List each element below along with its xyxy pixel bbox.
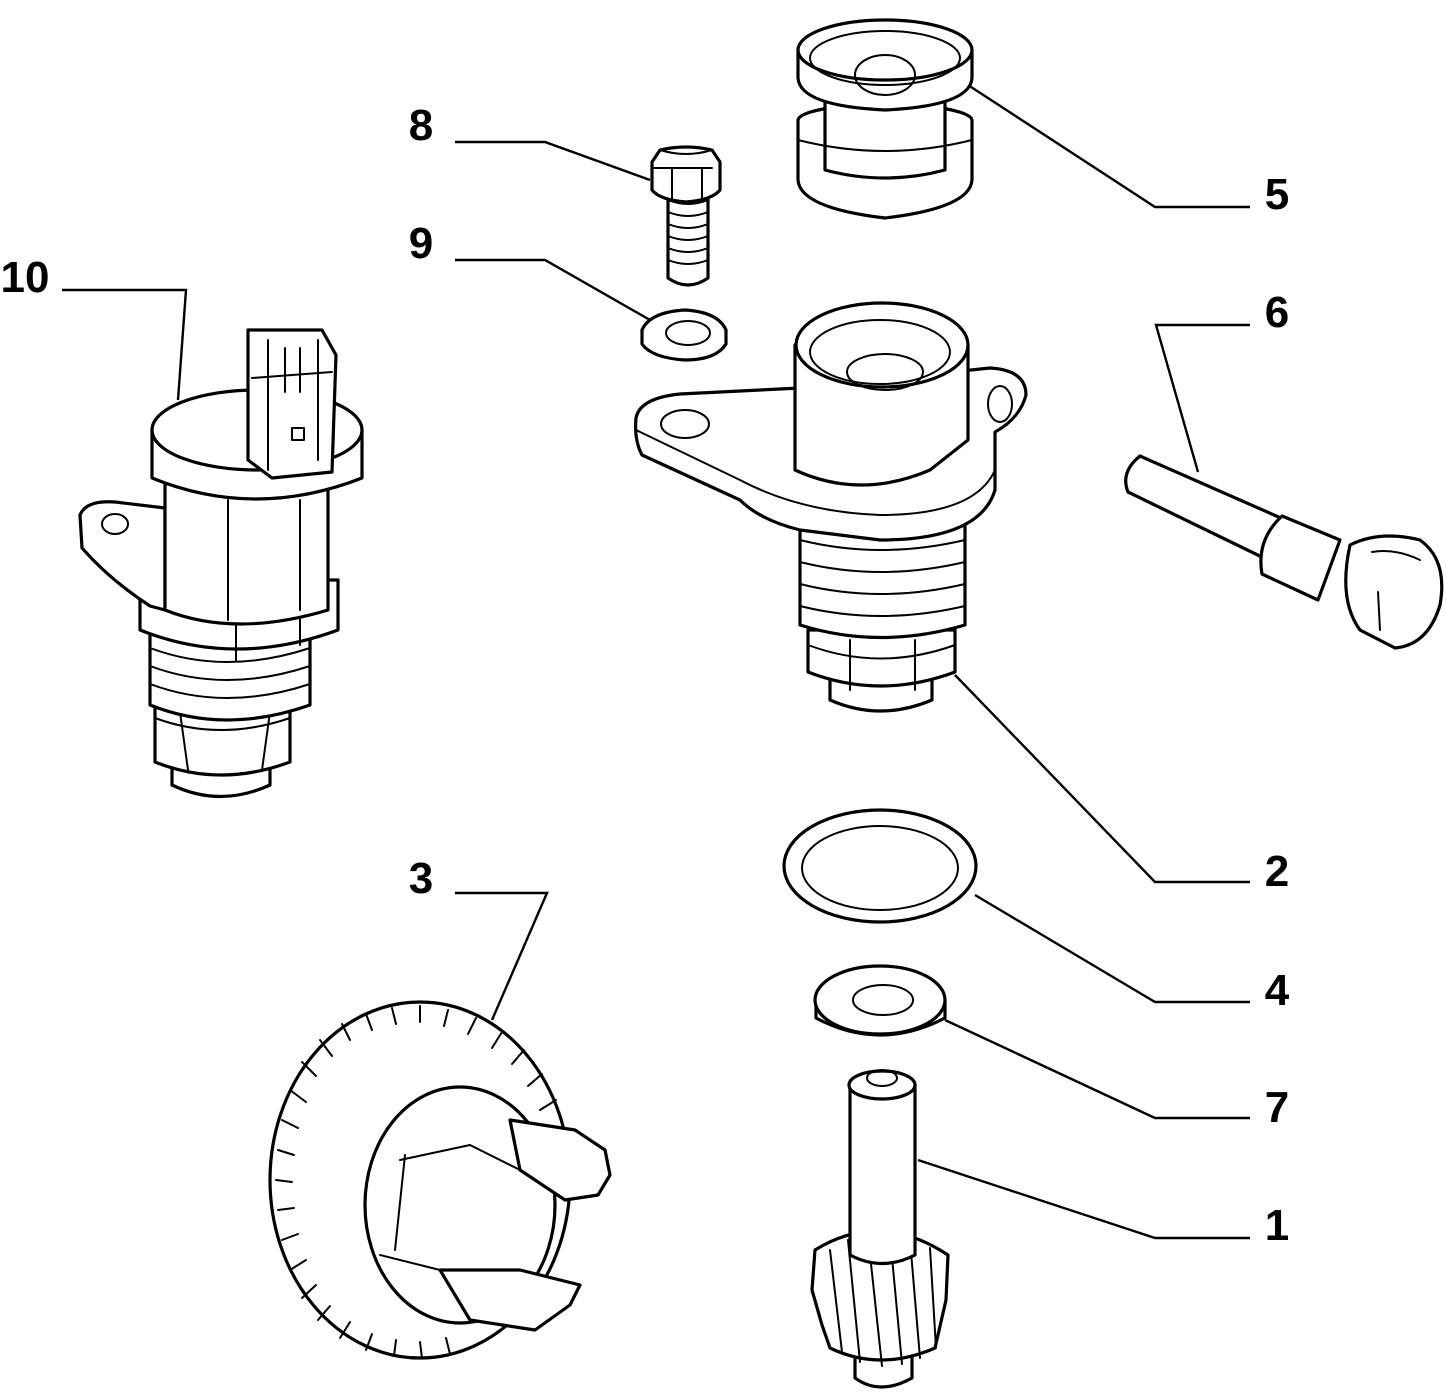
part-bolt xyxy=(650,145,722,287)
housing-threads xyxy=(799,539,966,617)
housing-socket-rim xyxy=(794,301,970,389)
callout-3: 3 xyxy=(409,854,433,903)
cap-lower-rim-line xyxy=(797,139,973,152)
bolt-hex-head xyxy=(650,145,722,204)
leader-line-1 xyxy=(917,1158,1250,1240)
cap-inner-rim xyxy=(809,30,961,86)
housing-hex-edges xyxy=(807,639,956,691)
gear-teeth xyxy=(275,1005,557,1359)
pin-collar xyxy=(1259,514,1342,602)
housing-flange-edge xyxy=(635,429,996,516)
pin-rod xyxy=(1124,454,1292,562)
part-washer xyxy=(813,964,947,1037)
callout-6: 6 xyxy=(1265,288,1289,337)
o-ring-inner xyxy=(801,825,959,911)
sensor-body-edges xyxy=(227,499,301,621)
housing-threaded-shaft xyxy=(798,508,967,640)
leader-line-5 xyxy=(967,83,1250,209)
part-driven-gear xyxy=(268,1000,612,1360)
sensor-connector-latch xyxy=(291,427,305,441)
pin-knob-face xyxy=(1371,550,1421,631)
sensor-threaded-shaft xyxy=(148,628,312,722)
leader-lines xyxy=(62,83,1250,1240)
gear-upper-lug xyxy=(508,1118,612,1202)
bolt-hex-edges xyxy=(651,149,713,201)
pinion-shaft-center xyxy=(866,1069,898,1087)
sensor-flange xyxy=(78,500,167,612)
housing-bolt-hole-right xyxy=(987,385,1013,423)
cap-top-rim xyxy=(796,18,974,82)
callout-8: 8 xyxy=(409,101,433,150)
leader-line-10 xyxy=(62,288,188,401)
leader-line-8 xyxy=(455,140,651,182)
leader-line-2 xyxy=(954,674,1250,884)
leader-line-7 xyxy=(944,1018,1250,1120)
sensor-threads xyxy=(149,647,311,699)
part-pinion-shaft xyxy=(810,1069,950,1389)
washer-hole xyxy=(852,984,914,1016)
gear-slot-edges xyxy=(379,1144,521,1321)
pinion-shaft-body xyxy=(848,1083,917,1265)
cap-bore xyxy=(854,54,916,96)
sensor-flange-hole xyxy=(101,513,129,535)
o-ring-outer xyxy=(782,808,978,924)
callout-4: 4 xyxy=(1265,966,1290,1015)
callout-7: 7 xyxy=(1265,1083,1289,1132)
callout-labels: 8 9 10 5 6 2 4 7 1 3 xyxy=(1,101,1290,1250)
callout-2: 2 xyxy=(1265,847,1289,896)
part-sensor-housing xyxy=(634,301,1028,713)
part-gasket-washer xyxy=(640,308,728,362)
leader-line-9 xyxy=(455,258,651,322)
housing-socket-inner xyxy=(846,353,924,391)
sensor-connector xyxy=(246,328,338,480)
part-speed-sensor xyxy=(78,328,364,799)
sensor-main-body xyxy=(163,478,330,626)
leader-line-3 xyxy=(455,891,549,1021)
part-cap-bushing xyxy=(796,18,974,220)
housing-socket-bore xyxy=(809,319,951,385)
gasket-hole xyxy=(665,320,711,346)
sensor-connector-pins xyxy=(251,339,333,471)
callout-5: 5 xyxy=(1265,170,1289,219)
housing-bolt-hole-left xyxy=(660,409,710,439)
part-o-ring xyxy=(782,808,978,924)
callout-10: 10 xyxy=(1,253,50,302)
pin-knob xyxy=(1344,534,1444,650)
leader-line-6 xyxy=(1154,323,1250,473)
washer-top xyxy=(813,964,947,1036)
gasket-body xyxy=(640,308,728,362)
bolt-shank xyxy=(666,178,710,287)
sensor-lower-edges xyxy=(154,711,291,771)
callout-9: 9 xyxy=(409,219,433,268)
callout-1: 1 xyxy=(1265,1201,1289,1250)
part-plug-pin xyxy=(1124,454,1444,650)
leader-line-4 xyxy=(974,893,1250,1004)
cap-neck xyxy=(823,88,947,180)
